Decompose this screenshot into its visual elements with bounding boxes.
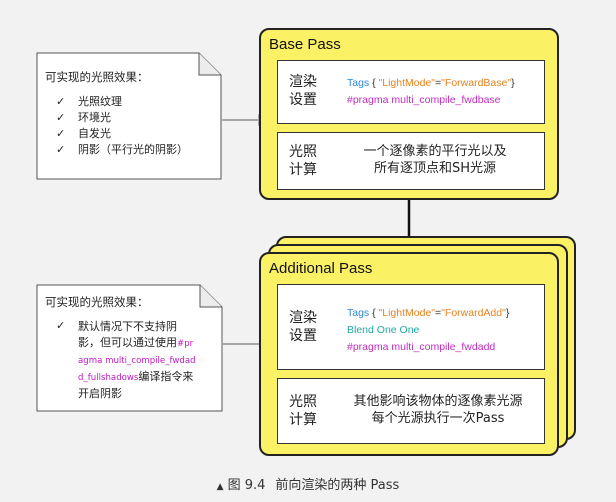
list-item: ✓光照纹理 [56,95,122,108]
additional-pragma-line: #pragma multi_compile_fwdadd [347,341,496,353]
additional-lighting-panel: 光照 计算 其他影响该物体的逐像素光源 每个光源执行一次Pass [277,378,545,444]
list-item: ✓阴影（平行光的阴影） [56,143,188,156]
note2-text: 默认情况下不支持阴影，但可以通过使用#pragma multi_compile_… [78,320,196,400]
caption-marker: ▲ [216,482,224,492]
base-pass-title: Base Pass [269,36,341,53]
base-render-settings-panel: 渲染 设置 Tags { "LightMode"="ForwardBase"} … [277,60,545,124]
check-icon: ✓ [56,143,66,156]
note2-body: ✓ 默认情况下不支持阴影，但可以通过使用#pragma multi_compil… [56,319,196,402]
additional-blend-line: Blend One One [347,324,420,336]
list-item: ✓环境光 [56,111,111,124]
note2-card: 可实现的光照效果： ✓ 默认情况下不支持阴影，但可以通过使用#pragma mu… [36,284,223,412]
additional-lighting-description: 其他影响该物体的逐像素光源 每个光源执行一次Pass [353,394,523,426]
check-icon: ✓ [56,95,66,108]
base-lighting-description: 一个逐像素的平行光以及 所有逐顶点和SH光源 [363,144,507,176]
additional-pass-title: Additional Pass [269,260,373,277]
base-lighting-label: 光照 计算 [289,144,317,178]
check-icon: ✓ [56,127,66,140]
figure-caption: ▲图 9.4 前向渲染的两种 Pass [0,474,616,493]
note1-card: 可实现的光照效果： ✓光照纹理 ✓环境光 ✓自发光 ✓阴影（平行光的阴影） [36,52,222,180]
list-item: ✓自发光 [56,127,111,140]
note2-pragma-code: #pragma multi_compile_fwdadd_fullshadows [78,339,196,383]
base-pass-box: Base Pass 渲染 设置 Tags { "LightMode"="Forw… [259,28,559,200]
additional-pass-box: Additional Pass 渲染 设置 Tags { "LightMode"… [259,252,559,456]
base-pragma-line: #pragma multi_compile_fwdbase [347,94,501,106]
additional-lighting-label: 光照 计算 [289,394,317,428]
note1-shape [36,52,222,180]
caption-figure-number: 图 9.4 [227,478,266,493]
check-icon: ✓ [56,319,66,332]
note1-title: 可实现的光照效果： [45,70,149,84]
note2-title: 可实现的光照效果： [45,295,149,309]
check-icon: ✓ [56,111,66,124]
note1-list: ✓光照纹理 ✓环境光 ✓自发光 ✓阴影（平行光的阴影） [56,94,188,158]
additional-render-settings-panel: 渲染 设置 Tags { "LightMode"="ForwardAdd"} B… [277,284,545,370]
base-lighting-panel: 光照 计算 一个逐像素的平行光以及 所有逐顶点和SH光源 [277,132,545,190]
caption-text: 前向渲染的两种 Pass [275,478,400,493]
additional-render-label: 渲染 设置 [289,310,317,344]
note2-shape [36,284,223,412]
base-tags-line: Tags { "LightMode"="ForwardBase"} [347,77,515,89]
additional-tags-line: Tags { "LightMode"="ForwardAdd"} [347,307,510,319]
base-render-label: 渲染 设置 [289,74,317,108]
